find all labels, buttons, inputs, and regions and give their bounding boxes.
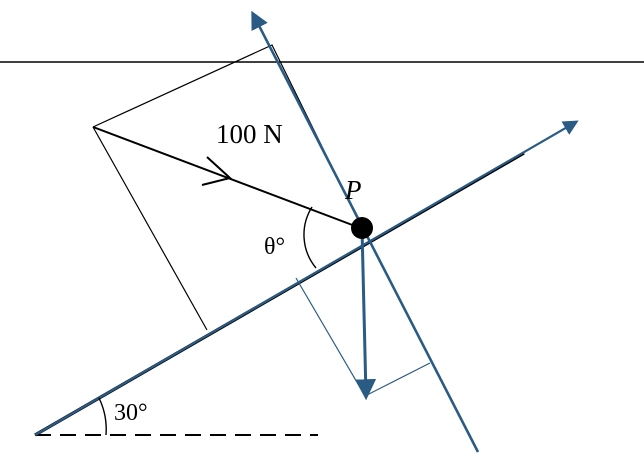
- theta-angle-arc: [303, 206, 317, 269]
- particle-p: [351, 217, 373, 239]
- theta-angle-label: θ°: [264, 234, 285, 260]
- parallel-axis-arrow: [34, 120, 579, 436]
- force-direction-arrowhead: [201, 156, 233, 186]
- incline-angle-label: 30°: [114, 400, 148, 426]
- point-p-label: P: [344, 175, 362, 205]
- incline-angle-arc: [98, 397, 107, 436]
- force-component-perpendicular: [92, 126, 208, 331]
- force-magnitude-label: 100 N: [216, 119, 283, 149]
- force-100n-line: [92, 126, 356, 227]
- weight-arrow: [355, 227, 377, 401]
